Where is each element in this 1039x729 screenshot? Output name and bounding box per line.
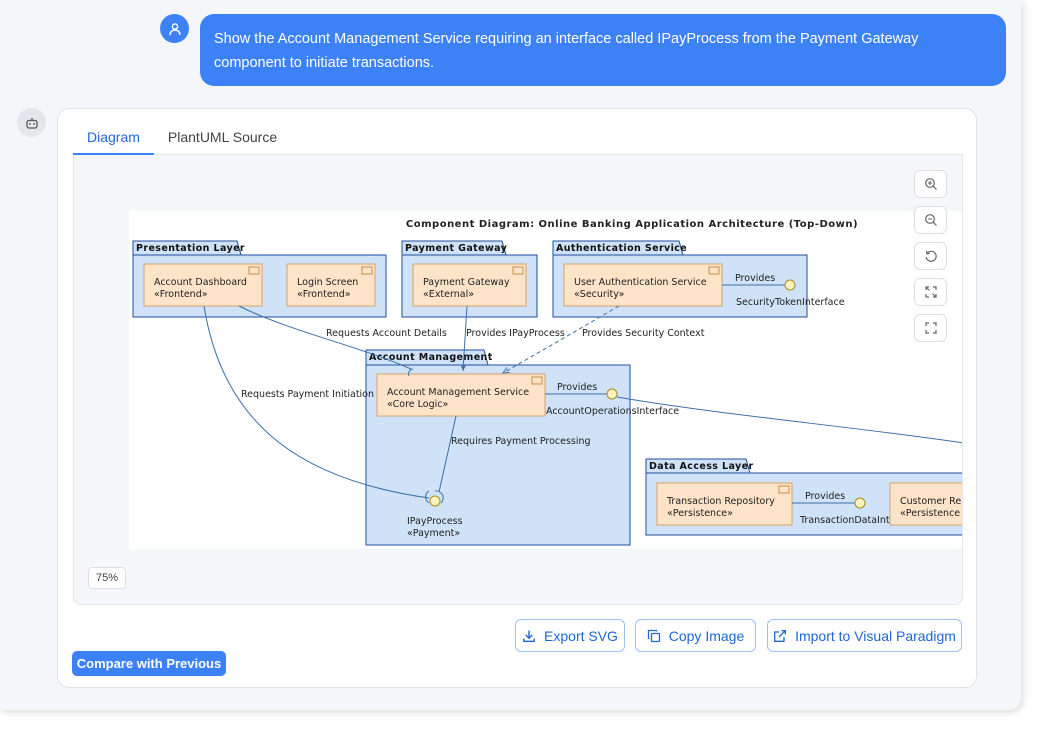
edge-provides-security-context [503, 305, 620, 373]
copy-image-button[interactable]: Copy Image [635, 619, 756, 652]
bot-avatar-icon [17, 108, 46, 137]
component-stereotype: «Persistence» [667, 508, 733, 519]
zoom-level-indicator: 75% [88, 567, 126, 589]
user-message-text: Show the Account Management Service requ… [214, 31, 919, 71]
tab-diagram[interactable]: Diagram [73, 121, 154, 155]
interface-security-token [784, 279, 796, 291]
package-label: Account Management [369, 352, 493, 363]
zoom-in-icon [924, 178, 937, 190]
download-icon [523, 630, 535, 642]
user-avatar-icon [160, 14, 189, 43]
copy-image-label: Copy Image [668, 627, 745, 644]
component-user-authentication-service[interactable]: User Authentication Service «Security» [563, 263, 723, 307]
reset-icon [925, 250, 937, 262]
import-visual-paradigm-button[interactable]: Import to Visual Paradigm [767, 619, 962, 652]
component-stereotype: «Frontend» [297, 289, 351, 300]
edge-requests-account-details [238, 305, 412, 370]
diagram-viewport[interactable]: Component Diagram: Online Banking Applic… [73, 155, 963, 605]
external-link-icon [774, 629, 787, 642]
component-stereotype: «Persistence [900, 508, 960, 519]
zoom-in-button[interactable] [914, 170, 947, 198]
component-name: User Authentication Service [574, 277, 707, 288]
component-login-screen[interactable]: Login Screen «Frontend» [286, 263, 376, 307]
package-label: Payment Gateway [405, 243, 508, 254]
edge-label: Provides Security Context [582, 328, 705, 339]
fullscreen-icon [924, 322, 937, 334]
package-label: Presentation Layer [136, 243, 245, 254]
interface-ipayprocess [429, 495, 441, 507]
edge-label: Requests Payment Initiation [241, 389, 374, 400]
component-transaction-repository[interactable]: Transaction Repository «Persistence» [656, 482, 793, 526]
component-stereotype: «Core Logic» [387, 399, 448, 410]
edge-requests-payment-initiation [203, 305, 430, 499]
app-shell: Show the Account Management Service requ… [17, 14, 1006, 688]
export-svg-button[interactable]: Export SVG [515, 619, 625, 652]
component-stereotype: «Security» [574, 289, 625, 300]
reset-zoom-button[interactable] [914, 242, 947, 270]
provides-label: Provides [735, 273, 775, 284]
edge-requires-payment-processing [438, 415, 457, 493]
diagram-title: Component Diagram: Online Banking Applic… [406, 219, 858, 230]
fullscreen-button[interactable] [914, 314, 947, 342]
zoom-out-icon [924, 214, 937, 226]
component-name: Login Screen [297, 277, 358, 288]
interface-label: IPayProcess [407, 516, 463, 527]
response-card: Diagram PlantUML Source Component Diagra… [57, 108, 977, 688]
component-customer-repository[interactable]: Customer Re «Persistence [889, 482, 963, 526]
user-message-bubble: Show the Account Management Service requ… [200, 14, 1006, 86]
view-tabs: Diagram PlantUML Source [73, 121, 963, 155]
edge-label: Provides IPayProcess [466, 328, 565, 339]
edge-label: Requires Payment Processing [451, 436, 591, 447]
diagram-canvas: Component Diagram: Online Banking Applic… [129, 211, 963, 549]
package-label: Data Access Layer [649, 461, 754, 472]
fit-to-screen-button[interactable] [914, 278, 947, 306]
zoom-out-button[interactable] [914, 206, 947, 234]
component-name: Account Dashboard [154, 277, 247, 288]
component-stereotype: «External» [423, 289, 474, 300]
interface-stereotype: «Payment» [407, 528, 460, 539]
interface-label: SecurityTokenInterface [736, 297, 845, 308]
interface-transaction-data [854, 497, 866, 509]
zoom-toolbar [914, 170, 947, 342]
import-visual-paradigm-label: Import to Visual Paradigm [795, 627, 956, 644]
component-name: Payment Gateway [423, 277, 510, 288]
package-label: Authentication Service [556, 243, 687, 254]
edge-label: Requests Account Details [326, 328, 447, 339]
copy-icon [647, 629, 660, 642]
component-name: Account Management Service [387, 387, 529, 398]
component-stereotype: «Frontend» [154, 289, 208, 300]
component-payment-gateway[interactable]: Payment Gateway «External» [412, 263, 527, 307]
interface-label: TransactionDataInterface [799, 515, 920, 526]
tab-plantuml-source[interactable]: PlantUML Source [167, 129, 278, 145]
component-account-management-service[interactable]: Account Management Service «Core Logic» [376, 373, 546, 417]
interface-account-operations [606, 388, 618, 400]
compare-with-previous-button[interactable]: Compare with Previous [72, 651, 226, 676]
edge-provides-ipayprocess [460, 305, 468, 372]
edge-account-operations-offscreen [616, 396, 962, 444]
component-diagram: Component Diagram: Online Banking Applic… [132, 219, 963, 546]
component-name: Customer Re [900, 496, 961, 507]
component-account-dashboard[interactable]: Account Dashboard «Frontend» [143, 263, 263, 307]
component-name: Transaction Repository [666, 496, 775, 507]
fit-screen-icon [924, 286, 937, 298]
provides-label: Provides [805, 491, 845, 502]
export-svg-label: Export SVG [544, 627, 618, 644]
interface-label: AccountOperationsInterface [546, 406, 679, 417]
provides-label: Provides [557, 382, 597, 393]
